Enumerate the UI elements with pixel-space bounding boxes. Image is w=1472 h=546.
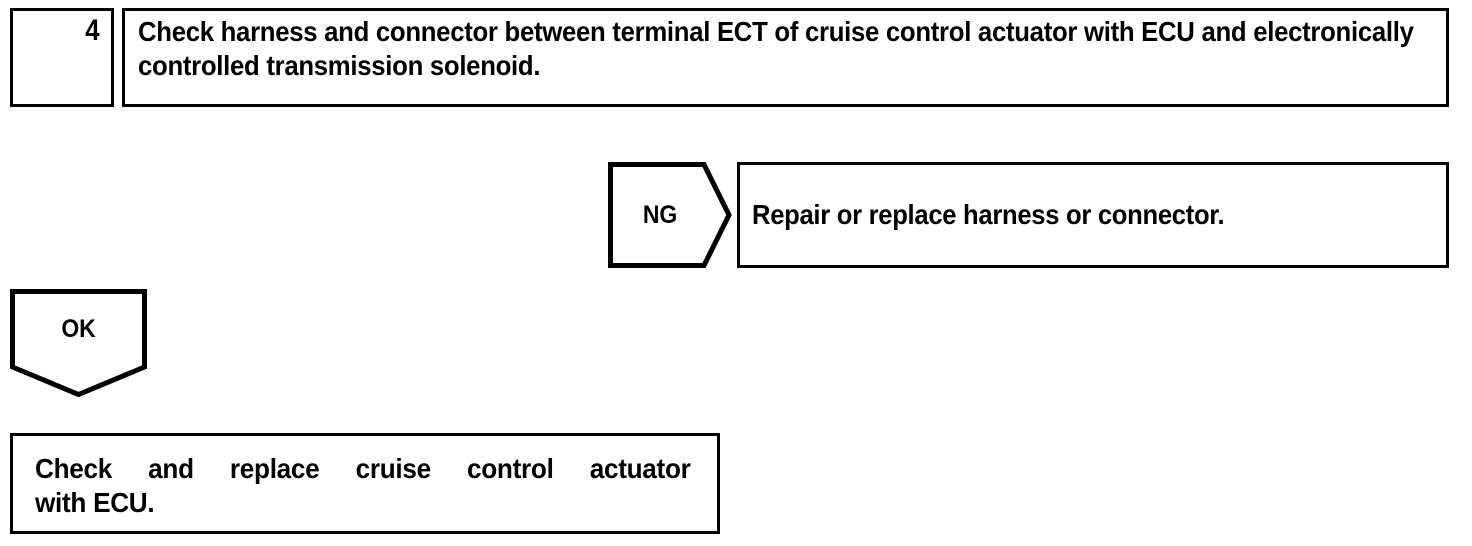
step-number: 4 — [85, 14, 99, 47]
result-text-ng: Repair or replace harness or connector. — [752, 199, 1225, 230]
result-box-ok: Check and replace cruise control actuato… — [10, 433, 720, 534]
step-number-cell: 4 — [10, 8, 114, 107]
result-text-ok: Check and replace cruise control actuato… — [35, 452, 691, 520]
branch-marker-ng: NG — [608, 162, 732, 268]
branch-label-ok: OK — [61, 314, 96, 343]
result-box-ng: Repair or replace harness or connector. — [737, 162, 1449, 268]
branch-marker-ok: OK — [10, 289, 147, 397]
pentagon-right-icon — [608, 162, 732, 268]
branch-label-ng: NG — [642, 200, 678, 229]
result-text-ok-line2: with ECU. — [35, 487, 155, 518]
result-text-ok-line1: Check and replace cruise control actuato… — [35, 453, 691, 484]
pentagon-down-icon — [10, 289, 147, 397]
step-instruction-text: Check harness and connector between term… — [138, 16, 1414, 81]
step-instruction-cell: Check harness and connector between term… — [122, 8, 1449, 107]
